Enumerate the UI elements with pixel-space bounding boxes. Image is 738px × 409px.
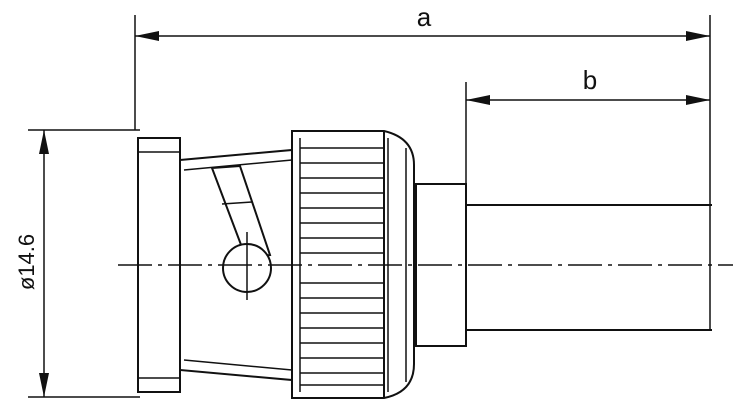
dimension-diameter: ø14.6	[14, 130, 49, 397]
knurl-ridges	[300, 147, 384, 386]
dimension-diameter-label: ø14.6	[14, 234, 39, 290]
cable-tube	[465, 186, 712, 331]
dimension-b: b	[466, 65, 710, 105]
dimension-b-label: b	[583, 65, 597, 95]
coupling-nut	[291, 130, 415, 399]
dimension-a: a	[135, 2, 710, 41]
dimension-a-label: a	[417, 2, 432, 32]
